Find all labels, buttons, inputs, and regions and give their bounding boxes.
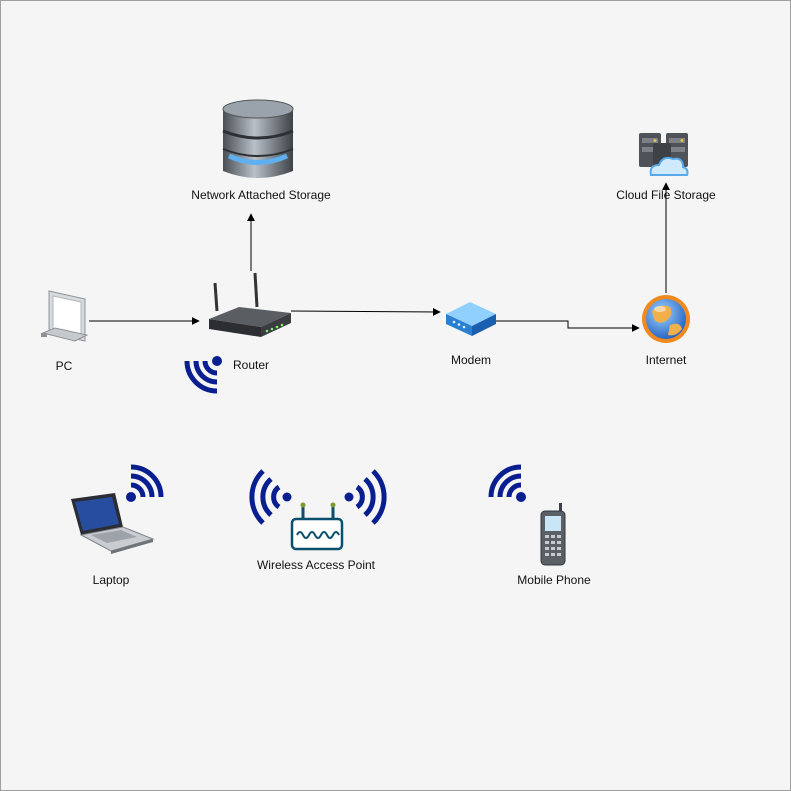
wap-label: Wireless Access Point [256,558,376,572]
internet-label: Internet [645,353,687,367]
wireless-router-icon[interactable] [209,272,291,337]
mobile-phone-icon[interactable] [540,503,566,566]
database-icon[interactable] [222,99,294,178]
globe-icon[interactable] [642,295,690,343]
modem-icon[interactable] [446,302,496,336]
wifi-signal-icon [126,464,164,502]
edge-modem-internet [496,320,640,332]
wifi-signal-icon [184,356,222,394]
edges [89,182,670,332]
access-point-icon[interactable] [249,469,387,551]
modem-label: Modem [450,353,492,367]
laptop-icon[interactable] [71,493,155,554]
wifi-signal-icon [488,464,526,502]
desktop-computer-icon[interactable] [41,290,89,342]
cloud-storage-label: Cloud File Storage [616,188,716,202]
mobile-phone-label: Mobile Phone [517,573,591,587]
laptop-label: Laptop [92,573,130,587]
pc-label: PC [55,359,73,373]
edge-router-modem [290,307,441,316]
cloud-server-icon[interactable] [639,133,689,176]
nas-label: Network Attached Storage [191,188,331,202]
router-label: Router [232,358,270,372]
